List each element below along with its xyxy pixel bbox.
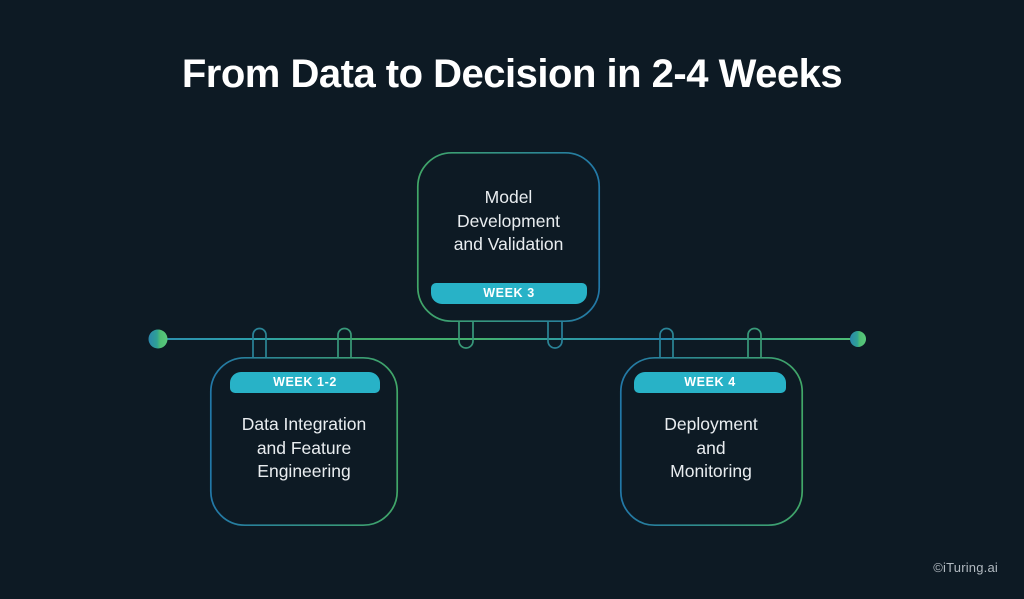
connector-week4-right	[747, 327, 762, 358]
connector-week1-2-right	[337, 327, 352, 358]
step-title-week3: Model Development and Validation	[453, 187, 564, 254]
step-box-week3	[416, 151, 601, 323]
step-box-week4	[619, 356, 804, 527]
copyright-text: ©iTuring.ai	[933, 560, 998, 575]
connector-week3-left	[458, 321, 474, 349]
step-title-week1-2: Data Integration and Feature Engineering	[241, 414, 367, 481]
week-badge-week3: WEEK 3	[431, 283, 587, 304]
step-title-week4: Deployment and Monitoring	[664, 414, 758, 481]
connector-week4-left	[659, 327, 674, 358]
timeline-end-dot	[850, 331, 866, 347]
timeline-start-dot	[148, 329, 168, 349]
week-badge-week1-2: WEEK 1-2	[230, 372, 380, 393]
week-badge-week4: WEEK 4	[634, 372, 786, 393]
connector-week3-right	[547, 321, 563, 349]
connector-week1-2-left	[252, 327, 267, 358]
step-box-week1-2	[209, 356, 399, 527]
page-title: From Data to Decision in 2-4 Weeks	[181, 52, 843, 96]
